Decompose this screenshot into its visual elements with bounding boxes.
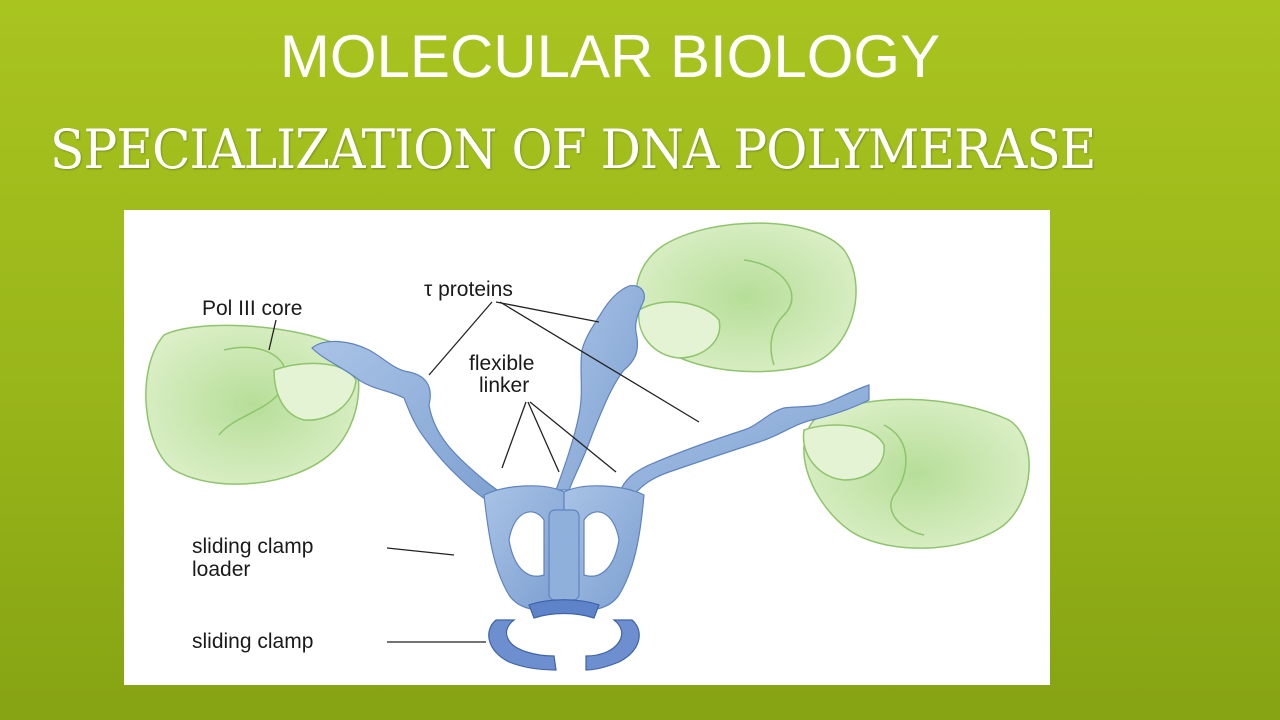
dna-polymerase-diagram: Pol III core τ proteins flexible linker … <box>145 222 1030 671</box>
label-pol-core: Pol III core <box>202 297 302 320</box>
label-clamp-loader-1: sliding clamp <box>192 535 313 558</box>
pol-core-left <box>145 324 360 485</box>
tau-protein-top <box>555 285 645 491</box>
page-title: MOLECULAR BIOLOGY <box>279 23 941 90</box>
label-tau-proteins: τ proteins <box>424 278 513 301</box>
label-linker: linker <box>479 374 529 397</box>
pol-core-right <box>802 398 1030 549</box>
label-sliding-clamp: sliding clamp <box>192 630 313 653</box>
label-flexible: flexible <box>469 352 534 375</box>
sliding-clamp <box>488 599 640 671</box>
diagram-panel: Pol III core τ proteins flexible linker … <box>124 210 1050 685</box>
leader-lines <box>268 301 700 643</box>
page-subtitle: SPECIALIZATION OF DNA POLYMERASE <box>50 118 1096 181</box>
pol-core-top <box>635 222 857 373</box>
tau-protein-right <box>619 384 870 496</box>
sliding-clamp-loader <box>483 485 645 611</box>
label-clamp-loader-2: loader <box>192 558 250 581</box>
